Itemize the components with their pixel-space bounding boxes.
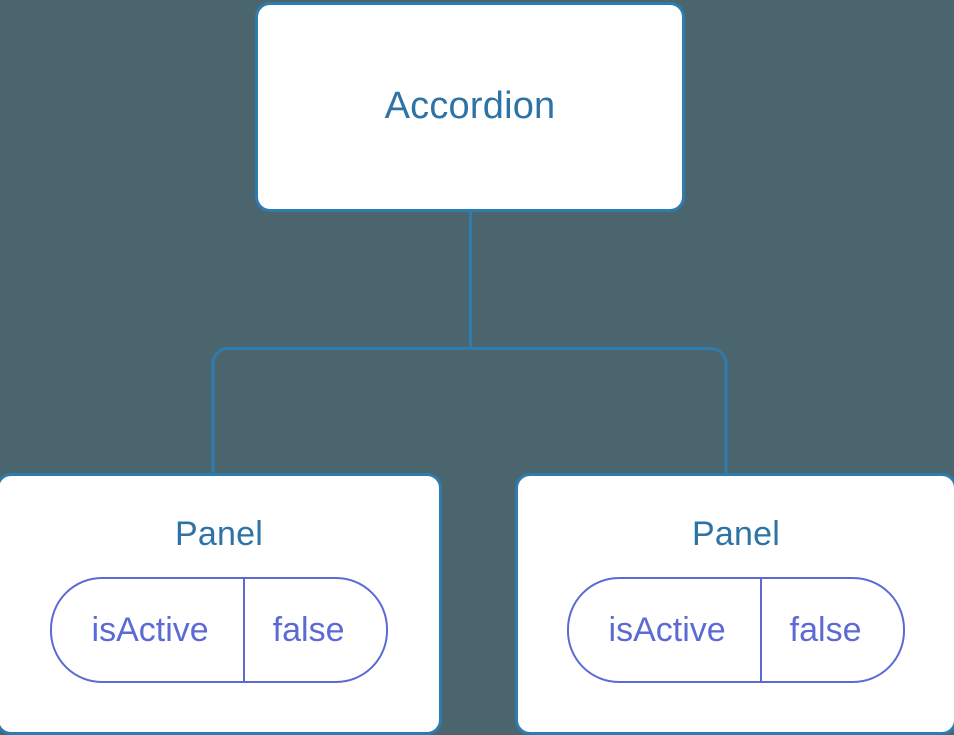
connector-branch-left [211, 347, 471, 474]
prop-key-isactive: isActive [91, 610, 209, 649]
prop-badge-panel-1[interactable]: isActive false [49, 577, 389, 684]
node-accordion[interactable]: Accordion [255, 2, 685, 212]
prop-key-isactive: isActive [608, 610, 726, 649]
connector-branch-right [470, 347, 728, 474]
node-panel-2-label: Panel [692, 515, 780, 553]
prop-value-isactive: false [759, 579, 904, 682]
prop-badge-panel-2[interactable]: isActive false [566, 577, 906, 684]
prop-value-isactive: false [242, 579, 387, 682]
node-panel-2[interactable]: Panel isActive false [515, 473, 954, 735]
node-panel-1-label: Panel [175, 515, 263, 553]
node-panel-1[interactable]: Panel isActive false [0, 473, 442, 735]
node-accordion-label: Accordion [384, 85, 556, 128]
